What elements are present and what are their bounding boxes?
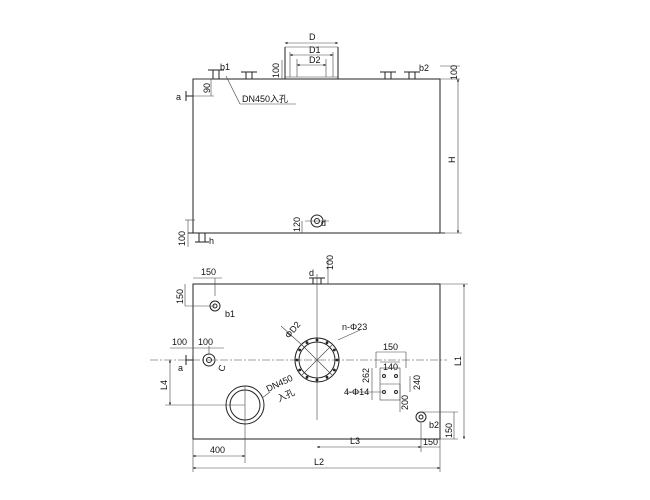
nozzle-b2: b2: [380, 63, 429, 79]
dim-100-b: 100: [198, 337, 213, 347]
bolt-hole: [298, 348, 302, 352]
support-base: 150 140 262 240 200 4-Φ14: [344, 342, 422, 412]
label-manhole-elev: DN450入孔: [242, 94, 288, 104]
label-a-plan: a: [178, 363, 183, 373]
nozzle-b2-plan: b2: [415, 411, 439, 430]
dim-100-right: 100: [449, 65, 459, 80]
label-b2-elev: b2: [419, 63, 429, 73]
dim-90: 90: [202, 83, 212, 93]
bolt-hole: [298, 368, 302, 372]
label-D: D: [309, 32, 316, 42]
label-d-plan: d: [309, 268, 314, 278]
dim-H: H: [447, 157, 457, 164]
label-b1-elev: b1: [220, 62, 230, 72]
label-a-elev: a: [176, 92, 181, 102]
dim-120: 120: [292, 217, 302, 232]
dim-240: 240: [412, 375, 422, 390]
dim-200: 200: [400, 395, 410, 410]
top-nozzle-d: D D1 D2: [284, 32, 339, 79]
label-phiD2: ΦD2: [283, 320, 303, 341]
nozzle-b1-plan: b1: [209, 300, 235, 319]
label-D2: D2: [309, 55, 321, 65]
dim-150-top: 150: [201, 267, 216, 277]
dim-L4: L4: [159, 380, 169, 390]
bolt-hole: [315, 338, 319, 342]
bolt-hole: [325, 341, 329, 345]
nozzle-d-elev: 120 d: [292, 214, 329, 233]
plan-tank-outline: [192, 283, 441, 440]
label-d-elev: d: [321, 218, 326, 228]
bolt-hole: [332, 348, 336, 352]
dim-100-d: 100: [325, 255, 335, 270]
label-D1: D1: [309, 45, 321, 55]
dim-100-top: 100: [271, 63, 281, 78]
dim-150-right: 150: [444, 423, 454, 438]
label-h: h: [209, 236, 214, 246]
dim-L3: L3: [350, 436, 360, 446]
dim-100-a: 100: [172, 337, 187, 347]
dim-140: 140: [383, 362, 398, 372]
dim-100-bottom: 100: [177, 231, 187, 246]
elevation-tank-body: [192, 78, 441, 234]
dim-150-base: 150: [383, 342, 398, 352]
bolt-hole: [315, 378, 319, 382]
svg-text:b1: b1: [225, 309, 235, 319]
elevation-view: D D1 D2 b1 b2 100 10: [176, 32, 462, 247]
label-c: C: [216, 363, 227, 372]
bolt-hole: [335, 358, 339, 362]
bolt-hole: [332, 368, 336, 372]
svg-text:b2: b2: [429, 420, 439, 430]
bolt-hole: [325, 375, 329, 379]
flange-d2: ΦD2 n-Φ23: [280, 320, 367, 383]
label-manhole-word: 入孔: [276, 387, 297, 404]
nozzle-b1: b1: [208, 62, 257, 79]
label-holes: n-Φ23: [342, 322, 367, 332]
dim-L2: L2: [314, 457, 324, 467]
nozzle-c: 100 100 a C: [170, 337, 228, 373]
dim-150-left: 150: [175, 289, 185, 304]
nozzle-d-plan: d 100: [309, 255, 335, 420]
dim-262: 262: [361, 368, 371, 383]
bolt-hole: [295, 358, 299, 362]
dim-L1: L1: [453, 356, 463, 366]
plan-view: 150 150 b1 d 100 ΦD2: [150, 255, 468, 472]
manhole-plan: DN450 入孔: [225, 373, 297, 463]
dim-150-bottom: 150: [423, 437, 438, 447]
bolt-hole: [305, 341, 309, 345]
label-bolts: 4-Φ14: [344, 387, 369, 397]
dim-400: 400: [210, 445, 225, 455]
bolt-hole: [305, 375, 309, 379]
